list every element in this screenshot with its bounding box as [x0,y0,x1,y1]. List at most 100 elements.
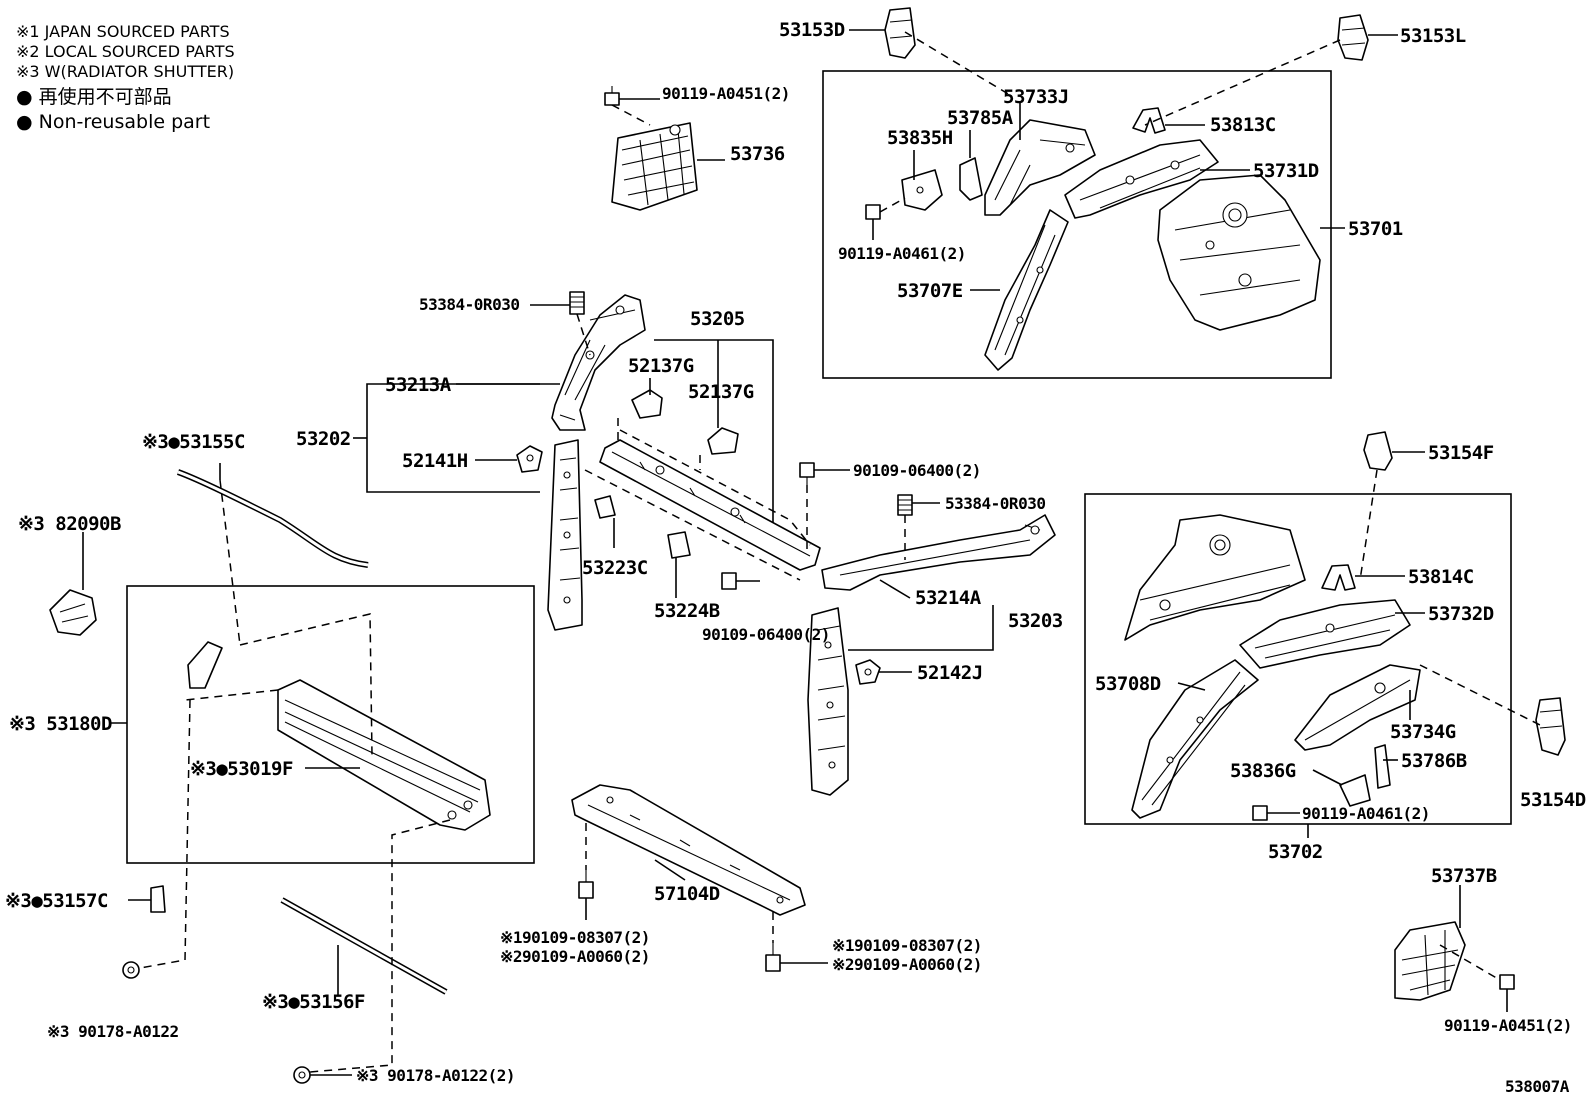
label-53731d: 53731D [1253,160,1319,182]
part-82090b-shape [49,589,97,636]
part-52137g-b-shape [707,427,739,455]
illustration-id: 538007A [1505,1077,1570,1096]
part-53384-0r030-b-shape [897,494,913,516]
label-53203: 53203 [1008,610,1063,632]
label-90109-a0060-left: ※290109-A0060(2) [500,947,650,966]
label-53736: 53736 [730,143,785,165]
part-shutter-blade-shape [187,641,223,689]
part-53835h-shape [901,169,943,211]
label-52137g-a: 52137G [628,355,694,377]
label-53813c: 53813C [1210,114,1276,136]
legend-non-reusable-en: ● Non-reusable part [16,111,210,133]
legend: ※1 JAPAN SOURCED PARTS ※2 LOCAL SOURCED … [16,22,235,133]
label-52141h: 52141H [402,450,468,472]
assembly-box-53701 [822,70,1332,379]
label-53154f: 53154F [1428,442,1494,464]
part-52137g-a-shape [631,389,663,419]
label-90109-06400-top: 90109-06400(2) [853,461,981,480]
label-53384-0r030-b: 53384-0R030 [945,494,1045,513]
bracket-53205 [654,339,774,540]
label-53733j: 53733J [1003,86,1069,108]
label-53153l: 53153L [1400,25,1466,47]
label-90178-a0122-2: ※3 90178-A0122(2) [356,1066,515,1085]
label-53734g: 53734G [1390,721,1456,743]
dashed-assembly-lines [139,31,1541,1073]
part-53224b-shape [667,531,691,559]
label-53835h: 53835H [887,127,953,149]
label-53737b: 53737B [1431,865,1497,887]
label-53707e: 53707E [897,280,963,302]
legend-local-sourced: ※2 LOCAL SOURCED PARTS [16,42,235,61]
label-53702: 53702 [1268,841,1323,863]
nut-90178-a0122-shape [122,961,140,979]
part-53732d-shape [1239,599,1411,669]
label-53223c: 53223C [582,557,648,579]
bracket-53203 [848,620,994,651]
bolt-90119-a0461-top-shape [865,204,881,220]
legend-radiator-shutter: ※3 W(RADIATOR SHUTTER) [16,62,234,81]
label-53156f: ※3●53156F [262,991,365,1013]
label-53154d: 53154D [1520,789,1586,811]
bolt-90109-08307-left-shape [578,870,594,899]
label-53202: 53202 [296,428,351,450]
bolt-90109-06400-bottom-shape [721,572,737,590]
part-53155c-shape [176,469,369,568]
part-53223c-shape [594,495,616,519]
part-53205-shape [599,439,821,571]
label-53153d: 53153D [779,19,845,41]
label-53814c: 53814C [1408,566,1474,588]
label-90109-06400-bottom: 90109-06400(2) [702,625,830,644]
part-52142j-shape [855,659,881,685]
leader-lines [82,29,1508,1076]
part-53736-shape [611,122,698,211]
bolt-90119-a0451-top-shape [604,86,620,106]
label-57104d: 57104D [654,883,720,905]
legend-japan-sourced: ※1 JAPAN SOURCED PARTS [16,22,230,41]
label-90119-a0461-top: 90119-A0461(2) [838,244,966,263]
part-53214a-shape [821,514,1056,591]
label-53155c: ※3●53155C [142,431,245,453]
part-53813c-shape [1132,107,1166,134]
label-53836g: 53836G [1230,760,1296,782]
bolt-90119-a0451-bottom-shape [1499,974,1515,990]
assembly-box-53702 [1084,493,1512,825]
label-90119-a0451-top: 90119-A0451(2) [662,84,790,103]
part-53153d-shape [884,7,916,59]
label-53019f: ※3●53019F [190,758,293,780]
part-53153l-shape [1337,14,1369,61]
part-labels: 53153D 53153L 90119-A0451(2) 53736 53733… [5,19,1586,1096]
part-53154f-shape [1363,431,1393,471]
part-57104d-shape [571,784,806,916]
label-82090b: ※3 82090B [18,513,121,535]
label-53205: 53205 [690,308,745,330]
label-53157c: ※3●53157C [5,890,108,912]
part-53737b-shape [1394,921,1466,1001]
part-53707e-shape [984,209,1069,371]
assembly-box-53180D [126,585,535,864]
part-53384-0r030-a-shape [569,291,585,315]
bolt-90109-08307-right-shape [765,943,781,972]
part-53701-shape [1157,174,1321,331]
label-53224b: 53224B [654,600,720,622]
part-53702-shape [1124,514,1306,641]
label-53785a: 53785A [947,107,1014,129]
part-53202-shape [547,439,583,631]
part-53156f-shape [280,897,448,995]
part-53154d-shape [1535,697,1566,756]
label-90119-a0461-bottom: 90119-A0461(2) [1302,804,1430,823]
label-53384-0r030-a: 53384-0R030 [419,295,519,314]
label-53180d: ※3 53180D [9,713,112,735]
part-53734g-shape [1294,664,1421,751]
part-53785a-shape [959,157,983,201]
legend-non-reusable-jp: ● 再使用不可部品 [16,86,172,108]
label-90178-a0122: ※3 90178-A0122 [47,1022,179,1041]
label-90109-a0060-right: ※290109-A0060(2) [832,955,982,974]
label-53786b: 53786B [1401,750,1467,772]
label-52137g-b: 52137G [688,381,754,403]
part-53786b-shape [1374,744,1391,789]
part-53203-shape [807,607,849,796]
label-90109-08307-left: ※190109-08307(2) [500,928,650,947]
bolt-90109-06400-top-shape [799,462,815,485]
part-52141h-shape [516,445,543,473]
